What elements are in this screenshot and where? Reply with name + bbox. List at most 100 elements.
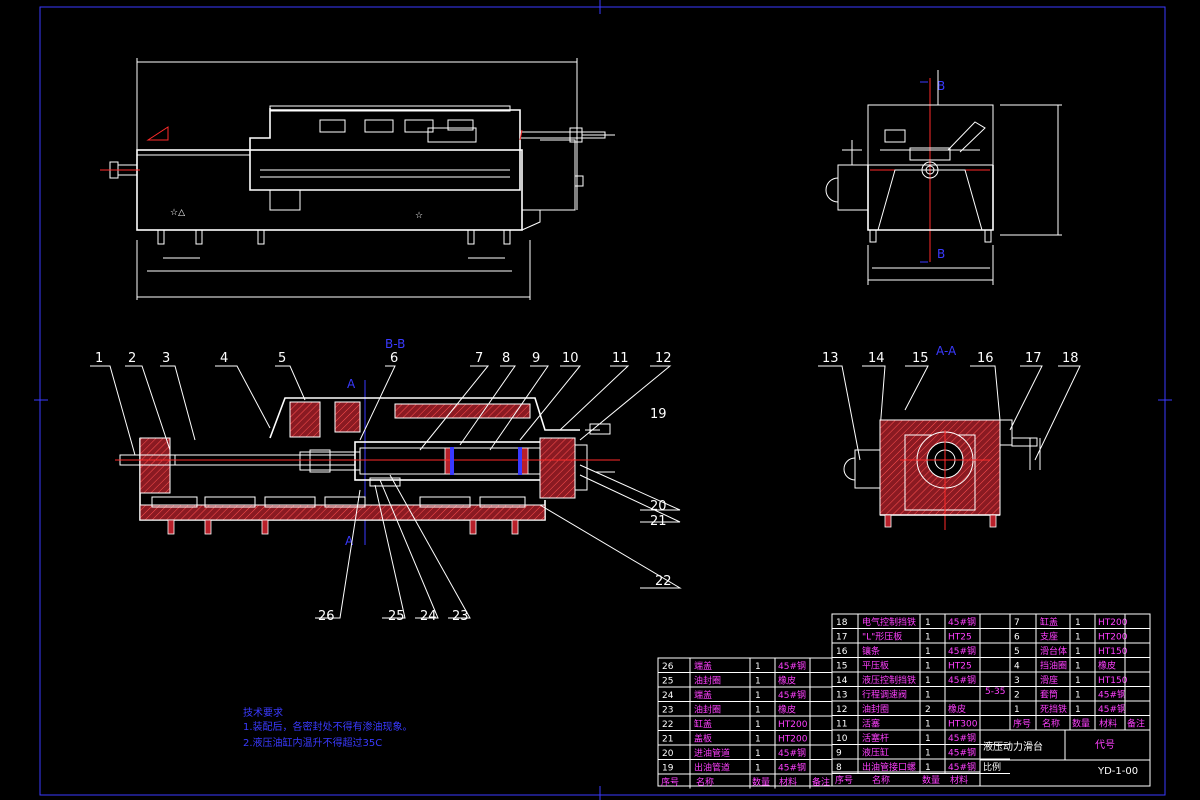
part-left-name: 油封圈 <box>694 675 721 687</box>
cut-label-a-top: A <box>347 377 356 391</box>
part-right-header-remark: 备注 <box>1127 718 1145 730</box>
callout-23: 23 <box>452 609 469 624</box>
part-mid-qty: 1 <box>925 676 931 686</box>
callout-20: 20 <box>650 499 667 514</box>
part-right-no: 1 <box>1014 705 1020 715</box>
svg-text:☆△: ☆△ <box>170 208 185 218</box>
callout-17: 17 <box>1025 351 1042 366</box>
part-left-qty: 1 <box>755 720 761 730</box>
title-block: 液压动力滑台 代号 YD-1-00 比例 5-35 <box>980 687 1150 777</box>
part-mid-material: 45#钢 <box>948 761 976 773</box>
part-mid-no: 10 <box>836 734 848 744</box>
callout-24: 24 <box>420 609 437 624</box>
part-mid-qty: 2 <box>925 705 931 715</box>
part-left-no: 21 <box>662 735 673 745</box>
callout-14: 14 <box>868 351 885 366</box>
part-left-no: 23 <box>662 706 673 716</box>
part-mid-name: 电气控制挡铁 <box>862 616 916 628</box>
part-right-name: 套筒 <box>1040 689 1058 701</box>
part-right-header-qty: 数量 <box>1072 718 1090 730</box>
part-mid-qty: 1 <box>925 720 931 730</box>
part-left-material: 橡皮 <box>778 704 796 716</box>
part-right-material: 45#钢 <box>1098 689 1126 701</box>
part-mid-name: 活塞 <box>862 718 880 730</box>
part-left-header-remark: 备注 <box>812 776 830 788</box>
part-mid-name: 活塞杆 <box>862 732 889 744</box>
section-b-b: B-B A A <box>115 337 620 548</box>
callout-6: 6 <box>390 351 398 366</box>
part-mid-name: "L"形压板 <box>862 631 902 643</box>
callout-22: 22 <box>655 574 672 589</box>
part-mid-qty: 1 <box>925 734 931 744</box>
part-right-qty: 1 <box>1075 662 1081 672</box>
part-mid-no: 11 <box>836 720 847 730</box>
part-left-no: 22 <box>662 720 673 730</box>
callout-21: 21 <box>650 514 667 529</box>
part-right-header-no: 序号 <box>1013 718 1031 730</box>
part-left-name: 进油管道 <box>694 747 730 759</box>
callout-12: 12 <box>655 351 672 366</box>
part-mid-name: 平压板 <box>862 660 889 672</box>
part-mid-material: 45#钢 <box>948 616 976 628</box>
part-mid-material: 橡皮 <box>948 703 966 715</box>
part-mid-name: 出油管接口螺 <box>862 761 916 773</box>
part-left-qty: 1 <box>755 706 761 716</box>
part-left-no: 20 <box>662 749 674 759</box>
part-left-qty: 1 <box>755 764 761 774</box>
callout-15: 15 <box>912 351 929 366</box>
part-mid-qty: 1 <box>925 647 931 657</box>
part-mid-header-no: 序号 <box>835 774 853 786</box>
part-mid-header-material: 材料 <box>950 774 968 786</box>
part-right-qty: 1 <box>1075 633 1081 643</box>
part-right-name: 挡油圈 <box>1040 660 1067 672</box>
part-right-name: 滑座 <box>1040 674 1058 686</box>
part-mid-header-qty: 数量 <box>922 774 940 786</box>
part-mid-no: 17 <box>836 633 847 643</box>
part-right-no: 3 <box>1014 676 1020 686</box>
part-mid-qty: 1 <box>925 691 931 701</box>
part-mid-header-name: 名称 <box>872 774 890 786</box>
part-right-name: 滑台体 <box>1040 645 1067 657</box>
part-right-name: 死挡铁 <box>1040 703 1067 715</box>
part-mid-no: 13 <box>836 691 847 701</box>
part-left-no: 19 <box>662 764 674 774</box>
part-mid-no: 14 <box>836 676 848 686</box>
part-right-no: 7 <box>1014 618 1020 628</box>
part-mid-qty: 1 <box>925 618 931 628</box>
callout-26: 26 <box>318 609 335 624</box>
part-right-material: 橡皮 <box>1098 660 1116 672</box>
part-right-qty: 1 <box>1075 676 1081 686</box>
part-left-no: 25 <box>662 677 673 687</box>
notes-heading: 技术要求 <box>243 706 283 719</box>
part-right-material: HT150 <box>1098 647 1128 657</box>
callout-16: 16 <box>977 351 994 366</box>
part-right-header-material: 材料 <box>1099 718 1117 730</box>
callout-numbers: 1 2 3 4 5 6 7 8 9 10 11 12 13 14 15 16 1… <box>95 351 1079 624</box>
part-left-qty: 1 <box>755 735 761 745</box>
part-left-name: 油封圈 <box>694 704 721 716</box>
part-right-no: 5 <box>1014 647 1020 657</box>
callout-11: 11 <box>612 351 629 366</box>
callout-8: 8 <box>502 351 510 366</box>
section-a-a: A-A <box>818 344 1081 530</box>
cut-label-a-bottom: A <box>345 534 354 548</box>
part-mid-name: 油封圈 <box>862 703 889 715</box>
callout-5: 5 <box>278 351 286 366</box>
front-view-feet <box>157 229 511 245</box>
part-left-name: 缸盖 <box>694 718 712 730</box>
callout-7: 7 <box>475 351 483 366</box>
part-mid-name: 镶条 <box>862 645 880 657</box>
part-left-qty: 1 <box>755 691 761 701</box>
part-left-name: 端盖 <box>694 660 712 672</box>
part-left-qty: 1 <box>755 749 761 759</box>
part-mid-material: 45#钢 <box>948 747 976 759</box>
part-mid-no: 12 <box>836 705 847 715</box>
part-mid-no: 9 <box>836 749 842 759</box>
callout-leaders <box>90 365 682 619</box>
part-right-name: 支座 <box>1040 631 1058 643</box>
part-left-material: 橡皮 <box>778 675 796 687</box>
part-mid-qty: 1 <box>925 763 931 773</box>
title-block-scale-row: 5-35 <box>985 687 1005 697</box>
part-mid-no: 15 <box>836 662 847 672</box>
side-view: B B <box>825 70 1062 285</box>
